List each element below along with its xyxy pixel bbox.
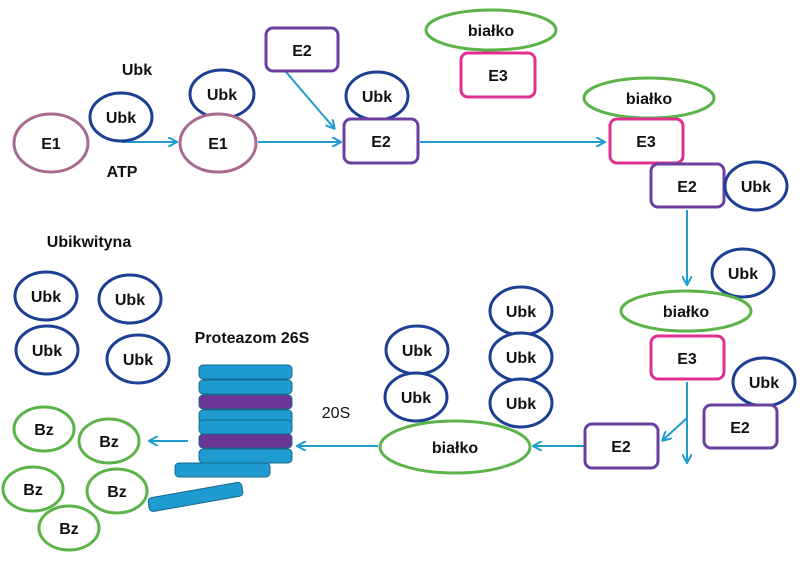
arrow-e2-to-e2 xyxy=(285,71,334,128)
svg-text:Ubk: Ubk xyxy=(506,396,536,413)
e2-node: E2 xyxy=(702,403,779,450)
svg-text:Bz: Bz xyxy=(107,484,127,501)
bialko-node: białko xyxy=(619,289,753,333)
ubk-node: Ubk xyxy=(723,160,789,212)
atp-label: ATP xyxy=(107,164,138,181)
20s-label: 20S xyxy=(322,405,350,422)
proteasome-ring xyxy=(198,394,293,410)
svg-text:Ubk: Ubk xyxy=(749,375,779,392)
ubk-node: Ubk xyxy=(384,324,450,376)
bialko-node: białko xyxy=(582,76,716,120)
arrow-e2-release xyxy=(663,417,688,440)
arrows xyxy=(122,71,688,462)
ubk-node: Ubk xyxy=(188,68,256,120)
ubk-node: Ubk xyxy=(13,270,79,322)
ubk-node: Ubk xyxy=(488,285,554,337)
svg-text:E3: E3 xyxy=(677,351,697,368)
svg-text:E1: E1 xyxy=(41,136,61,153)
svg-text:E3: E3 xyxy=(488,68,508,85)
proteasome-icon xyxy=(147,364,293,512)
ubk-node: Ubk xyxy=(14,324,80,376)
ubk-node: Ubk xyxy=(488,331,554,383)
svg-text:Ubk: Ubk xyxy=(741,179,771,196)
bz-node: Bz xyxy=(1,465,65,513)
svg-text:białko: białko xyxy=(626,91,672,108)
proteasome-ring xyxy=(198,419,293,435)
e1-node: E1 xyxy=(178,112,258,174)
svg-text:Ubk: Ubk xyxy=(32,343,62,360)
e3-node: E3 xyxy=(459,51,537,99)
e2-node: E2 xyxy=(342,117,420,165)
svg-text:Ubk: Ubk xyxy=(728,266,758,283)
svg-text:białko: białko xyxy=(432,440,478,457)
bz-node: Bz xyxy=(37,504,101,552)
e2-node: E2 xyxy=(583,422,660,470)
ubk-node: Ubk xyxy=(97,273,163,325)
e2-node: E2 xyxy=(649,162,726,209)
e3-node: E3 xyxy=(608,117,685,165)
svg-text:E2: E2 xyxy=(371,134,391,151)
svg-text:Bz: Bz xyxy=(23,482,43,499)
svg-text:Bz: Bz xyxy=(59,521,79,538)
ubk-node: Ubk xyxy=(731,356,797,408)
ubk-node: Ubk xyxy=(383,371,449,423)
svg-text:Ubk: Ubk xyxy=(402,343,432,360)
ubk-free-label: Ubk xyxy=(122,62,152,79)
svg-text:E2: E2 xyxy=(611,439,631,456)
proteasome-ring xyxy=(198,379,293,395)
ubk-node: Ubk xyxy=(710,247,776,299)
proteasome-cap xyxy=(174,462,271,478)
bz-node: Bz xyxy=(12,405,76,453)
svg-text:Bz: Bz xyxy=(99,434,119,451)
proteasome-label: Proteazom 26S xyxy=(195,330,310,347)
e1-node: E1 xyxy=(12,112,90,174)
e3-node: E3 xyxy=(649,334,726,381)
svg-text:Ubk: Ubk xyxy=(401,390,431,407)
svg-text:białko: białko xyxy=(468,23,514,40)
proteasome-cap xyxy=(147,481,244,512)
svg-text:białko: białko xyxy=(663,304,709,321)
bz-node: Bz xyxy=(85,467,149,515)
svg-text:E2: E2 xyxy=(677,179,697,196)
svg-text:Ubk: Ubk xyxy=(31,289,61,306)
svg-text:Ubk: Ubk xyxy=(207,87,237,104)
proteasome-ring xyxy=(198,364,293,380)
bz-node: Bz xyxy=(77,417,141,465)
bialko-node: białko xyxy=(424,8,558,52)
ubk-node: Ubk xyxy=(88,91,154,143)
svg-text:Bz: Bz xyxy=(34,422,54,439)
svg-text:E3: E3 xyxy=(636,134,656,151)
ubk-node: Ubk xyxy=(488,377,554,429)
svg-text:Ubk: Ubk xyxy=(123,352,153,369)
proteasome-ring xyxy=(198,433,293,449)
svg-text:E2: E2 xyxy=(730,420,750,437)
svg-text:Ubk: Ubk xyxy=(506,304,536,321)
svg-text:E1: E1 xyxy=(208,136,228,153)
svg-text:E2: E2 xyxy=(292,43,312,60)
svg-text:Ubk: Ubk xyxy=(115,292,145,309)
ubk-node: Ubk xyxy=(105,333,171,385)
e2-node: E2 xyxy=(264,26,340,73)
svg-text:Ubk: Ubk xyxy=(362,89,392,106)
svg-text:Ubk: Ubk xyxy=(506,350,536,367)
bialko-node: białko xyxy=(378,419,532,475)
proteasome-ring xyxy=(198,448,293,464)
ubk-node: Ubk xyxy=(344,70,410,122)
ubikwityna-label: Ubikwityna xyxy=(47,234,132,251)
svg-text:Ubk: Ubk xyxy=(106,110,136,127)
